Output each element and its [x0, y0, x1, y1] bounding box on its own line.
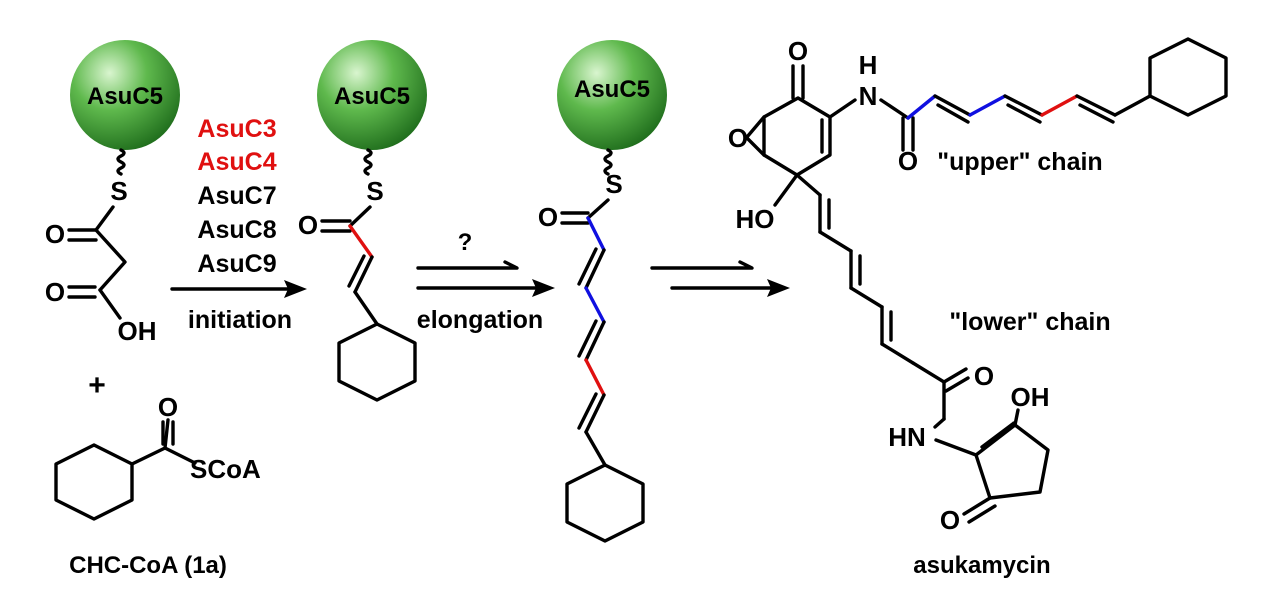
enzyme-asuc9: AsuC9 [197, 250, 276, 278]
new-cc-bond [348, 224, 374, 259]
carbonyl-oxygen-3: O [538, 202, 558, 232]
product-name: asukamycin [913, 552, 1050, 579]
scoa-group: SCoA [190, 454, 261, 484]
plus-sign: + [88, 369, 106, 402]
question-mark: ? [458, 229, 473, 256]
sulfur-atom-1: S [110, 176, 127, 206]
acid-hydroxyl: OH [118, 316, 157, 346]
amide-hydrogen-upper: H [859, 50, 878, 80]
enzyme-asuc3: AsuC3 [197, 115, 276, 143]
carbonyl-oxygen-2: O [298, 210, 318, 240]
cyclopentenone-oxygen: O [940, 505, 960, 535]
asuc5-label-3: AsuC5 [574, 76, 650, 103]
upper-chain-label: "upper" chain [937, 148, 1102, 176]
tertiary-hydroxyl: HO [736, 204, 775, 234]
cyclohexane-ring-3 [565, 463, 645, 543]
carbonyl-oxygen-1: O [45, 219, 65, 249]
initiation-arrow: initiation [170, 280, 307, 334]
sulfur-atom-2: S [366, 176, 383, 206]
asuc5-ball-2 [317, 40, 427, 150]
enzyme-asuc8: AsuC8 [197, 216, 276, 244]
panel-malonyl: AsuC5 S O O OH + O SCoA CHC-CoA (1a) [45, 40, 261, 579]
lower-chain-label: "lower" chain [949, 308, 1110, 336]
cyclohexane-ring-substrate [54, 443, 134, 521]
elongation-label: elongation [417, 306, 543, 334]
multistep-arrow [650, 260, 790, 297]
enzyme-asuc7: AsuC7 [197, 182, 276, 210]
sulfur-atom-3: S [605, 169, 622, 199]
asuc5-ball-3 [557, 40, 667, 150]
asukamycin-structure: O O HO N H O "upper" chain "low [728, 36, 1228, 579]
wavy-link-1 [116, 148, 126, 176]
amide-nitrogen-upper: N [859, 81, 878, 111]
asuc5-ball-1 [70, 40, 180, 150]
amide-oxygen-upper: O [898, 146, 918, 176]
epoxide-oxygen: O [728, 123, 748, 153]
amide-oxygen-lower: O [974, 361, 994, 391]
asuc5-label-1: AsuC5 [87, 83, 163, 110]
enol-hydroxyl: OH [1011, 382, 1050, 412]
panel-elongation-product: AsuC5 S O [538, 40, 667, 543]
enzyme-asuc4: AsuC4 [197, 148, 276, 176]
cyclopentenone-ring [974, 423, 1050, 500]
enzyme-list: AsuC3 AsuC4 AsuC7 AsuC8 AsuC9 [197, 115, 276, 278]
acid-oxygen: O [45, 277, 65, 307]
cyclohexane-ring-upper [1148, 37, 1228, 117]
amide-nitrogen-lower: HN [888, 422, 926, 452]
cyclohexane-ring-2 [337, 322, 417, 402]
initiation-label: initiation [188, 306, 292, 334]
elongation-arrow: ? elongation [416, 229, 555, 334]
panel-initiation-product: AsuC5 S O [298, 40, 427, 402]
thioester-oxygen: O [158, 392, 178, 422]
ketone-oxygen: O [788, 36, 808, 66]
epoxyquinol-core [762, 96, 832, 177]
asuc5-label-2: AsuC5 [334, 83, 410, 110]
substrate-name: CHC-CoA (1a) [69, 552, 227, 579]
